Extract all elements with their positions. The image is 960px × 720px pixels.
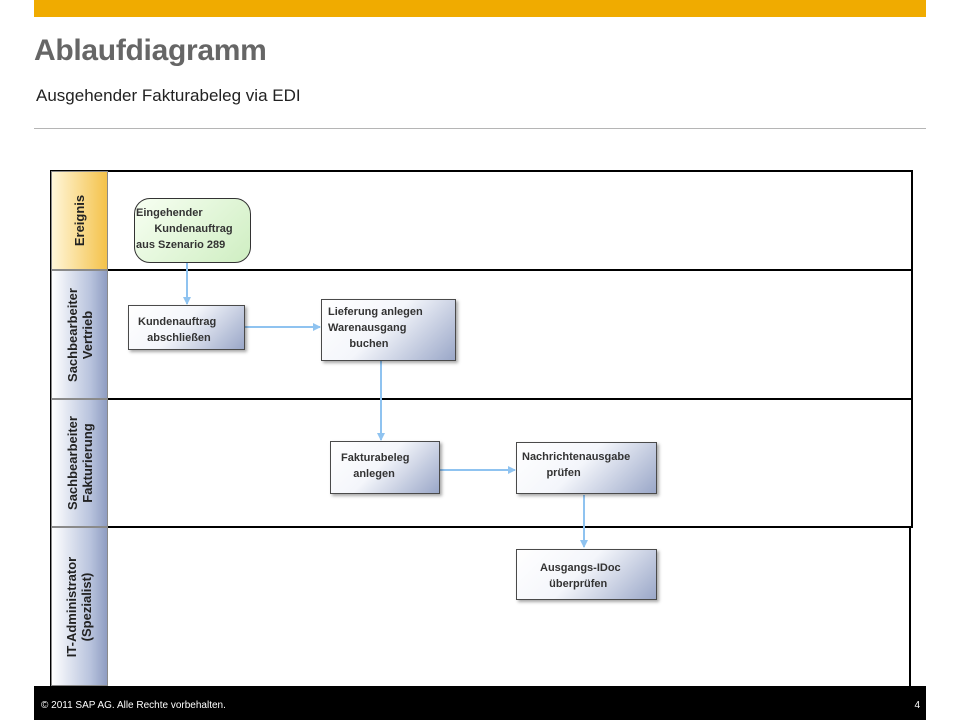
copyright-text: © 2011 SAP AG. Alle Rechte vorbehalten. (41, 700, 226, 711)
lane-header-it-administrator: IT-Administrator (Spezialist) (51, 527, 108, 686)
step-ausgangs-idoc-pruefen: Ausgangs-IDoc überprüfen (516, 549, 657, 600)
node-label: Eingehender Kundenauftrag aus Szenario 2… (136, 207, 233, 251)
lane-header-fakturierung: Sachbearbeiter Fakturierung (51, 399, 108, 527)
step-fakturabeleg-anlegen: Fakturabeleg anlegen (330, 441, 440, 494)
page-subtitle: Ausgehender Fakturabeleg via EDI (36, 86, 301, 105)
node-label: Fakturabeleg anlegen (341, 452, 410, 480)
step-nachrichtenausgabe-pruefen: Nachrichtenausgabe prüfen (516, 442, 657, 494)
page-number: 4 (914, 700, 920, 711)
lane-header-vertrieb: Sachbearbeiter Vertrieb (51, 270, 108, 399)
step-kundenauftrag-abschliessen: Kundenauftrag abschließen (128, 305, 245, 350)
lane-header-ereignis: Ereignis (51, 171, 108, 270)
top-accent-bar (34, 0, 926, 17)
node-label: Ausgangs-IDoc überprüfen (540, 562, 621, 590)
header-divider (34, 128, 926, 129)
lane-it-administrator (50, 526, 911, 688)
footer-bar: © 2011 SAP AG. Alle Rechte vorbehalten. … (34, 686, 926, 720)
node-label: Lieferung anlegen Warenausgang buchen (328, 306, 423, 350)
step-lieferung-anlegen: Lieferung anlegen Warenausgang buchen (321, 299, 456, 361)
node-label: Nachrichtenausgabe prüfen (522, 451, 631, 479)
event-eingehender-kundenauftrag: Eingehender Kundenauftrag aus Szenario 2… (134, 198, 251, 263)
node-label: Kundenauftrag abschließen (138, 316, 217, 344)
lane-fakturierung (50, 398, 913, 528)
page-title: Ablaufdiagramm (34, 34, 267, 67)
